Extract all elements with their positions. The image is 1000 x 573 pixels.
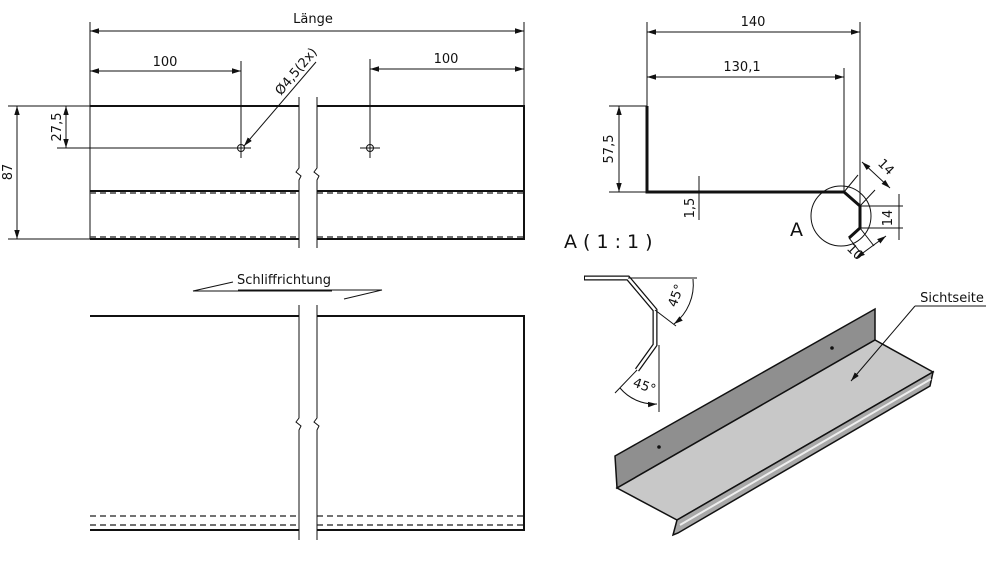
break-lines bbox=[295, 97, 320, 248]
detail-marker: A bbox=[790, 219, 803, 241]
angle-bottom: 45° bbox=[631, 376, 658, 398]
dim-bend-3: 10 bbox=[843, 241, 865, 263]
bottom-view: Schliffrichtung bbox=[90, 273, 525, 540]
width-total: 140 bbox=[741, 15, 766, 30]
visible-side-leader bbox=[850, 305, 916, 382]
isometric-view: Sichtseite bbox=[614, 291, 986, 537]
hole-leader bbox=[243, 61, 317, 147]
profile bbox=[645, 106, 862, 240]
height: 57,5 bbox=[602, 135, 617, 164]
grain-direction-arrows bbox=[192, 281, 383, 300]
break-lines bbox=[295, 305, 320, 540]
detail-title: A ( 1 : 1 ) bbox=[564, 231, 653, 253]
hole-left bbox=[231, 61, 251, 158]
dim-bend-1: 14 bbox=[874, 156, 896, 178]
hole-right bbox=[360, 59, 380, 158]
detail-circle bbox=[810, 185, 872, 247]
top-view: Länge 100 100 Ø4,5(2x) 27,5 87 bbox=[1, 12, 525, 248]
angle-top: 45° bbox=[666, 282, 688, 309]
grain-direction-label: Schliffrichtung bbox=[237, 273, 331, 288]
width-inner: 130,1 bbox=[723, 60, 760, 75]
detail-view: A ( 1 : 1 ) 45° 45° bbox=[564, 231, 697, 412]
hole-height: 27,5 bbox=[50, 113, 65, 142]
hole-offset-right: 100 bbox=[434, 52, 459, 67]
top-view-outline bbox=[90, 105, 525, 240]
total-height: 87 bbox=[1, 164, 16, 181]
hole-offset-left: 100 bbox=[153, 55, 178, 70]
thickness: 1,5 bbox=[683, 198, 698, 219]
length-label: Länge bbox=[293, 12, 333, 27]
hidden-lines bbox=[90, 192, 524, 238]
dim-bend-2: 14 bbox=[881, 210, 896, 227]
bottom-view-outline bbox=[90, 315, 525, 531]
section-view: 140 130,1 57,5 1,5 A 14 14 10 bbox=[602, 15, 903, 264]
visible-side-label: Sichtseite bbox=[920, 291, 984, 306]
hole-callout: Ø4,5(2x) bbox=[273, 45, 321, 98]
